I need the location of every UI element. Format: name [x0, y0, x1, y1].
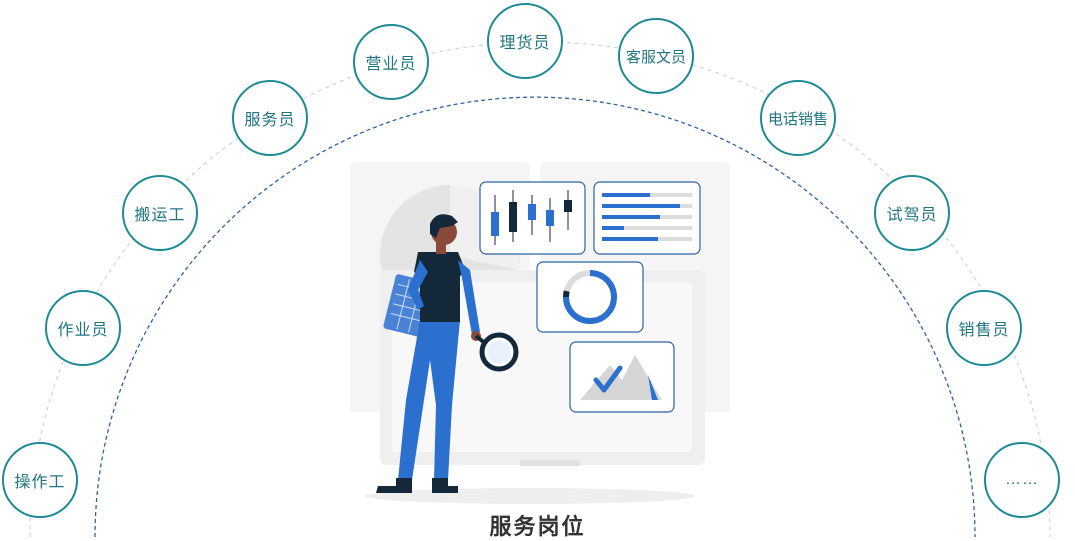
mountain-card-icon [569, 341, 675, 413]
role-label: 理货员 [499, 35, 551, 52]
role-circle-test-driver[interactable]: 试驾员 [874, 175, 950, 251]
role-label: 操作工 [14, 474, 66, 491]
role-circle-more[interactable]: …… [984, 442, 1060, 518]
role-label: 作业员 [57, 322, 109, 339]
page-caption: 服务岗位 [489, 514, 586, 539]
analyst-illustration [350, 162, 730, 504]
role-label: 客服文员 [625, 48, 686, 66]
role-label: …… [1005, 471, 1039, 488]
role-circle-operator[interactable]: 操作工 [2, 442, 78, 518]
role-label: 搬运工 [134, 207, 186, 224]
magnifier-icon [474, 332, 519, 372]
role-circle-porter[interactable]: 搬运工 [122, 175, 198, 251]
donut-card-icon [536, 261, 644, 333]
analyst-person [376, 214, 519, 493]
role-circle-salesclerk[interactable]: 营业员 [353, 24, 429, 100]
role-label: 销售员 [958, 322, 1010, 339]
role-circle-worker[interactable]: 作业员 [45, 290, 121, 366]
role-label: 服务员 [244, 112, 296, 129]
role-circle-telesales[interactable]: 电话销售 [760, 80, 836, 156]
role-circle-customer-service[interactable]: 客服文员 [618, 18, 694, 94]
candlestick-card-icon [479, 181, 586, 255]
role-circle-waiter[interactable]: 服务员 [232, 80, 308, 156]
floor-shadow [365, 488, 695, 504]
role-circle-stocker[interactable]: 理货员 [487, 3, 563, 79]
role-label: 营业员 [365, 56, 417, 73]
role-label: 试驾员 [886, 207, 938, 224]
role-label: 电话销售 [767, 110, 828, 128]
role-circle-salesperson[interactable]: 销售员 [946, 290, 1022, 366]
bar-list-card-icon [593, 181, 701, 255]
